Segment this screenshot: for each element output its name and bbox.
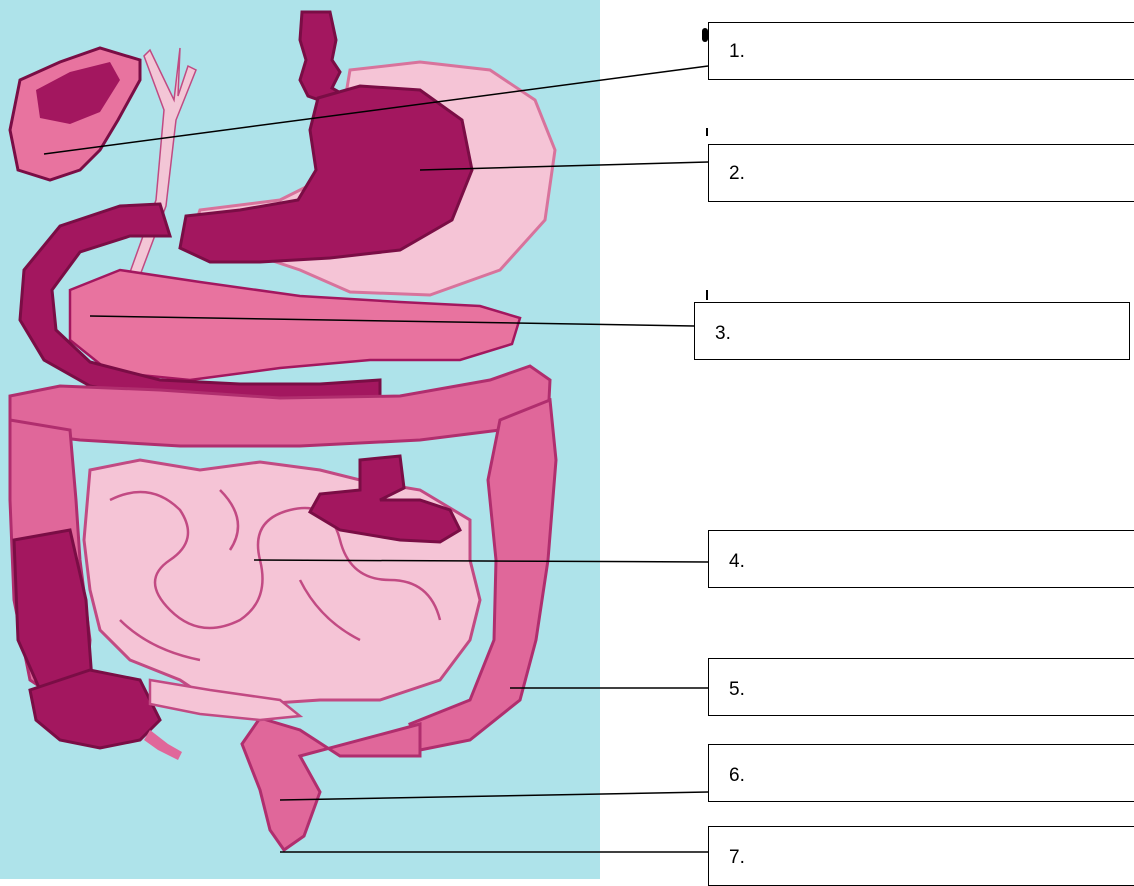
label-box-7[interactable]: 7. (708, 826, 1134, 886)
label-box-2[interactable]: 2. (708, 144, 1134, 202)
label-box-4[interactable]: 4. (708, 530, 1134, 588)
label-box-5[interactable]: 5. (708, 658, 1134, 716)
label-number-6: 6. (729, 765, 745, 787)
label-number-1: 1. (729, 41, 745, 63)
label-box-6[interactable]: 6. (708, 744, 1134, 802)
stray-mark (706, 128, 708, 136)
stray-mark (706, 290, 708, 300)
label-box-3[interactable]: 3. (694, 302, 1130, 360)
label-box-1[interactable]: 1. (708, 22, 1134, 80)
label-number-2: 2. (729, 163, 745, 185)
label-number-3: 3. (715, 323, 731, 345)
label-number-4: 4. (729, 551, 745, 573)
label-number-7: 7. (729, 847, 745, 869)
label-number-5: 5. (729, 679, 745, 701)
